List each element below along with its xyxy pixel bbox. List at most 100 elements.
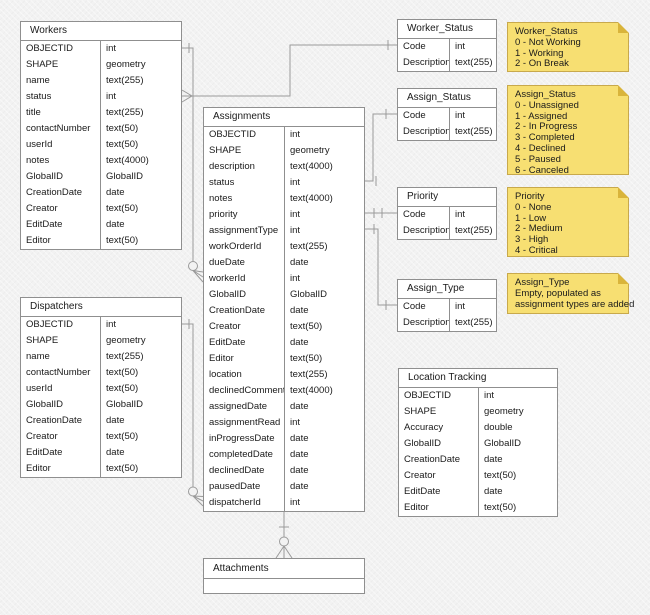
note-title: Worker_Status xyxy=(515,26,578,37)
field-type: text(4000) xyxy=(290,385,333,396)
zero-circle-icon xyxy=(188,261,198,271)
table-title-assignments: Assignments xyxy=(204,108,364,127)
field-type: date xyxy=(290,433,309,444)
note-line: Empty, populated as xyxy=(515,287,601,299)
field-type: text(4000) xyxy=(290,193,333,204)
field-type: text(255) xyxy=(106,75,144,86)
field-type: text(50) xyxy=(290,353,323,364)
field-type: text(50) xyxy=(484,470,517,481)
field-name: Editor xyxy=(399,500,479,516)
field-name: OBJECTID xyxy=(21,317,101,333)
field-type: int xyxy=(290,209,301,220)
field-name: userId xyxy=(21,381,101,397)
field-type: text(50) xyxy=(106,123,139,134)
connector-workers-assignments[interactable] xyxy=(182,43,204,283)
field-type: int xyxy=(290,177,301,188)
crow-foot-icon xyxy=(192,270,204,283)
field-type: date xyxy=(106,219,125,230)
field-name: assignmentRead xyxy=(204,415,285,431)
field-name: status xyxy=(21,89,101,105)
connector-assignments-assign-type[interactable] xyxy=(365,224,397,310)
field-type: text(255) xyxy=(455,126,493,137)
field-type: text(255) xyxy=(106,351,144,362)
crow-foot-icon xyxy=(192,495,204,507)
field-name: GlobalID xyxy=(21,169,101,185)
connector-assignments-priority[interactable] xyxy=(365,208,397,218)
field-name: GlobalID xyxy=(399,436,479,452)
table-title-location-tracking: Location Tracking xyxy=(399,369,557,388)
note-line: 0 - Unassigned xyxy=(515,99,579,111)
field-type: geometry xyxy=(106,59,146,70)
field-name: Creator xyxy=(204,319,285,335)
field-name: SHAPE xyxy=(204,143,285,159)
field-name: CreationDate xyxy=(204,303,285,319)
entity-table-attachments[interactable]: Attachments xyxy=(203,558,365,594)
note-fold-icon xyxy=(618,22,629,33)
field-name: EditDate xyxy=(21,217,101,233)
empty-row xyxy=(204,579,364,593)
table-rows xyxy=(204,579,364,593)
field-name: priority xyxy=(204,207,285,223)
field-type: int xyxy=(455,41,466,52)
field-type: int xyxy=(455,301,466,312)
field-type: text(50) xyxy=(106,367,139,378)
field-type: text(255) xyxy=(455,225,493,236)
connector-dispatchers-assignments[interactable] xyxy=(182,319,204,507)
field-type: text(255) xyxy=(106,107,144,118)
connector-assignments-attachments[interactable] xyxy=(275,509,293,559)
field-name: Editor xyxy=(21,233,101,249)
field-type: double xyxy=(484,422,513,433)
connector-assignments-assign-status[interactable] xyxy=(365,109,397,186)
field-type: int xyxy=(106,91,117,102)
field-name: description xyxy=(204,159,285,175)
connector-workers-worker-status[interactable] xyxy=(181,40,397,103)
note-line: 1 - Working xyxy=(515,47,564,59)
note-title: Assign_Status xyxy=(515,89,576,100)
field-type: GlobalID xyxy=(106,399,143,410)
table-title-attachments: Attachments xyxy=(204,559,364,579)
field-name: inProgressDate xyxy=(204,431,285,447)
field-type: int xyxy=(290,129,301,140)
field-name: Code xyxy=(398,39,450,55)
